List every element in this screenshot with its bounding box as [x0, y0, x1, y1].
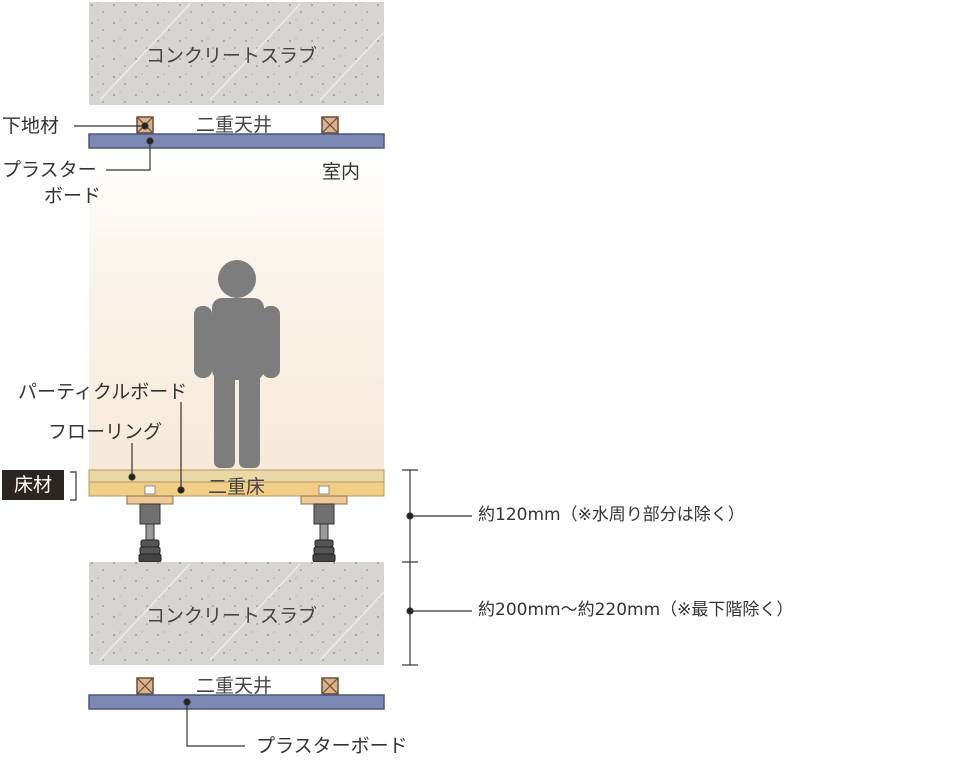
floor-support-right [300, 485, 348, 563]
leader-lines [70, 122, 245, 747]
lower-concrete-slab [89, 562, 385, 665]
floor-height-dimension-label: 約120mm（※水周り部分は除く） [478, 505, 745, 525]
slab-thickness-dimension-label: 約200mm～約220mm（※最下階除く） [478, 600, 794, 620]
lower-joist-left [136, 677, 154, 695]
particle-board-layer [88, 481, 385, 497]
upper-joist-right [321, 116, 339, 134]
lower-plaster-board [88, 694, 385, 710]
double-floor-label: 二重床 [208, 476, 266, 498]
person-icon [194, 260, 280, 468]
lower-slab-label: コンクリートスラブ [146, 605, 318, 627]
flooring-label: フローリング [48, 421, 163, 443]
floor-material-tag: 床材 [2, 470, 64, 500]
dimension-lines [402, 469, 472, 666]
particle-board-label: パーティクルボード [18, 381, 188, 403]
plaster-board-label-line2: ボード [44, 185, 102, 207]
lower-joist-right [321, 677, 339, 695]
shitajizai-label: 下地材 [2, 115, 60, 137]
floor-support-left [126, 485, 174, 563]
plaster-board-bottom-label: プラスターボード [256, 735, 408, 757]
upper-plaster-board [88, 133, 385, 149]
upper-slab-label: コンクリートスラブ [146, 45, 318, 67]
upper-double-ceiling-label: 二重天井 [196, 114, 273, 136]
lower-double-ceiling-label: 二重天井 [196, 675, 273, 697]
interior-label: 室内 [322, 161, 361, 183]
upper-concrete-slab [89, 2, 385, 105]
plaster-board-label-line1: プラスター [2, 159, 97, 181]
